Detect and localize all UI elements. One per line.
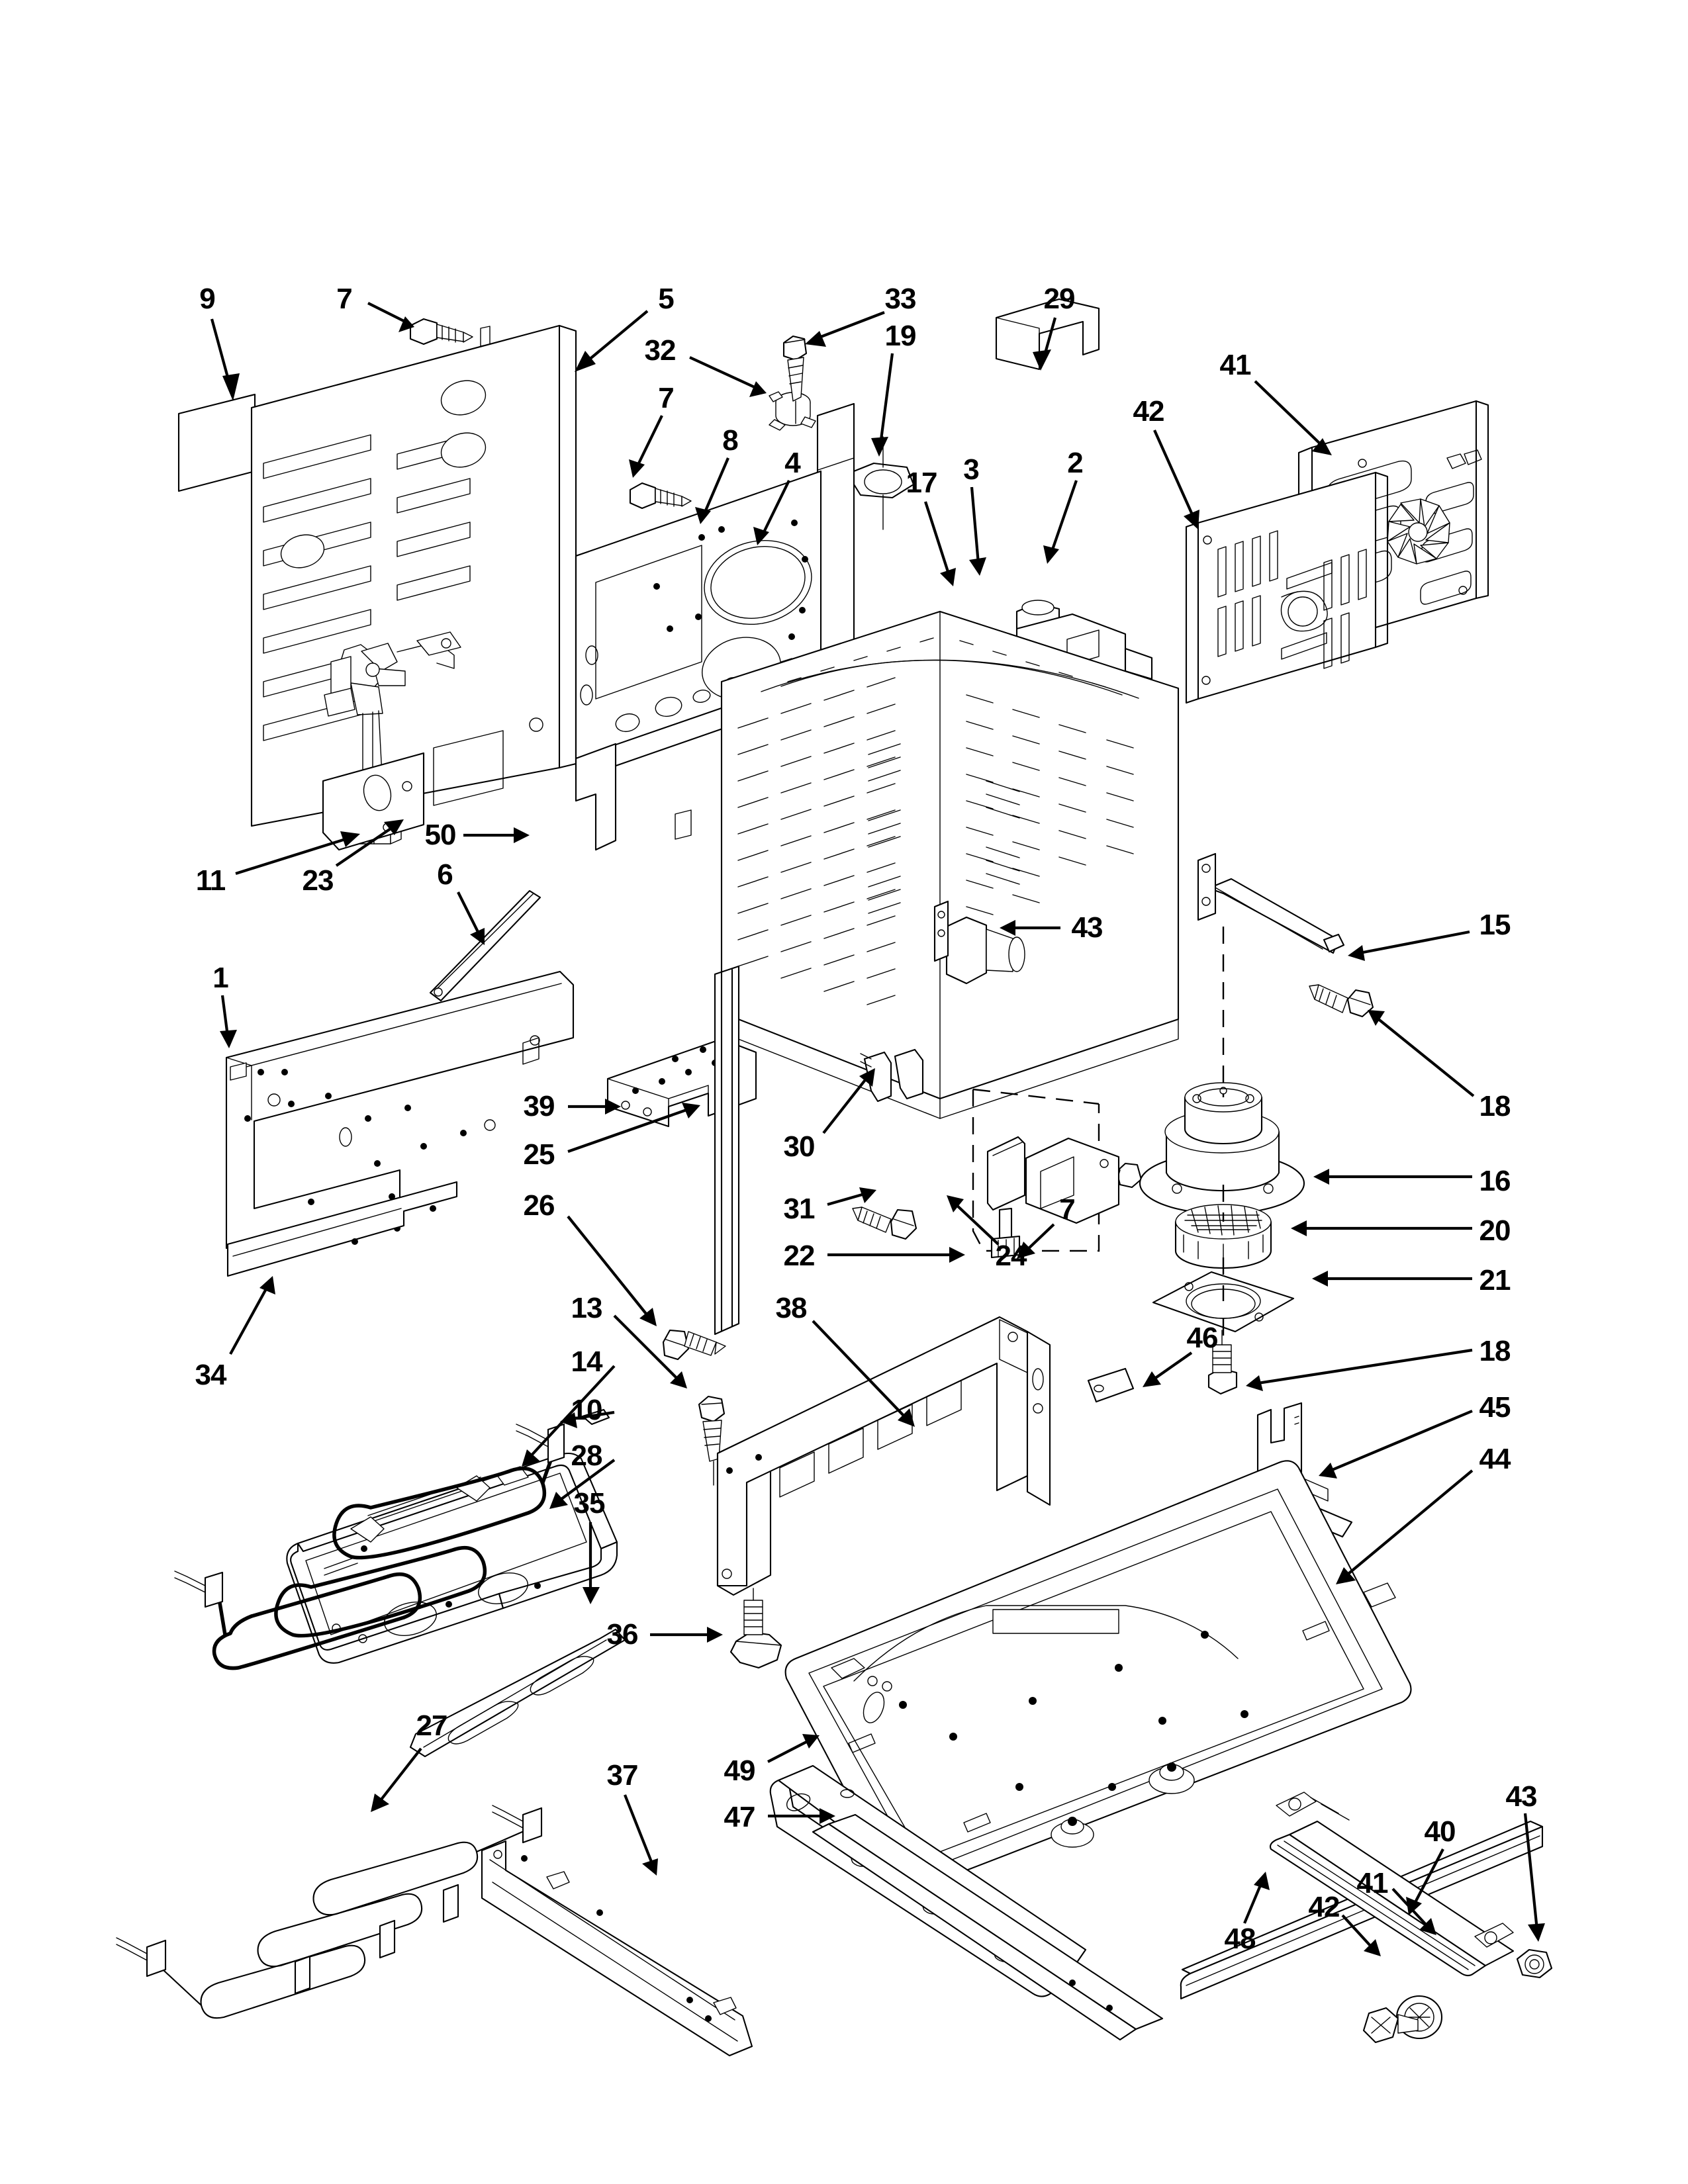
part-40-drawer-slide-rail	[1269, 1792, 1515, 1977]
callout-number-18: 18	[1479, 1335, 1511, 1367]
callout-number-50: 50	[424, 819, 457, 851]
callout-number-49: 49	[724, 1754, 756, 1787]
part-42-screw-b	[1362, 2007, 1419, 2044]
callout-number-47: 47	[724, 1801, 756, 1833]
callout-number-43: 43	[1505, 1780, 1538, 1813]
callout-number-36: 36	[606, 1618, 639, 1651]
callout-number-45: 45	[1479, 1391, 1511, 1424]
part-6-side-trim-strip	[429, 889, 541, 1002]
callout-number-15: 15	[1479, 909, 1511, 941]
part-34-front-filler-strip	[226, 1181, 458, 1277]
callout-number-32: 32	[644, 334, 677, 367]
callout-number-17: 17	[906, 467, 938, 499]
callout-number-29: 29	[1043, 283, 1076, 315]
part-9-rear-access-cover-plate	[177, 393, 256, 492]
callout-number-38: 38	[775, 1292, 808, 1324]
callout-number-42: 42	[1133, 395, 1165, 428]
part-27-broil-element	[116, 1805, 543, 2019]
part-19-oven-flue-gasket	[846, 436, 915, 530]
callout-number-30: 30	[783, 1130, 816, 1163]
callout-number-28: 28	[571, 1439, 603, 1472]
part-22-oven-cavity-liner	[720, 610, 1180, 1119]
part-42-louvered-fan-cover-panel	[1185, 471, 1389, 704]
part-43-nut-b	[1516, 1948, 1553, 1979]
callout-number-42: 42	[1308, 1891, 1340, 1923]
part-31-rack-guide-screw	[852, 1206, 917, 1240]
callout-number-5: 5	[658, 283, 675, 315]
part-35-side-rack-rail	[409, 1628, 626, 1758]
part-20-burner-screen	[1174, 1185, 1272, 1269]
part-46-bracket-mounting-tab	[1087, 1367, 1135, 1403]
part-15-door-latch-rod	[1197, 852, 1345, 954]
part-47-toe-plate-bracket	[812, 1813, 1164, 2041]
callout-number-34: 34	[195, 1359, 227, 1391]
callout-number-7: 7	[1059, 1193, 1076, 1226]
callout-number-8: 8	[722, 424, 739, 457]
part-33-thermostat-mounting-screw	[782, 335, 808, 424]
part-21-burner-mounting-plate	[1152, 1257, 1295, 1358]
callout-number-19: 19	[884, 320, 917, 352]
callout-number-41: 41	[1356, 1867, 1389, 1899]
callout-number-20: 20	[1479, 1214, 1511, 1247]
part-16-burner-venturi-assembly	[1139, 927, 1305, 1215]
callout-number-22: 22	[783, 1240, 816, 1272]
callout-number-9: 9	[199, 283, 216, 315]
callout-number-1: 1	[212, 962, 229, 994]
callout-number-3: 3	[963, 453, 980, 486]
callout-number-2: 2	[1067, 447, 1084, 479]
callout-number-18: 18	[1479, 1090, 1511, 1122]
part-29-flue-deflector-bracket	[995, 298, 1100, 371]
callout-number-46: 46	[1186, 1322, 1219, 1354]
part-7-hex-head-screw-a	[409, 318, 473, 345]
callout-number-13: 13	[571, 1292, 603, 1324]
callout-number-39: 39	[523, 1090, 555, 1122]
callout-number-7: 7	[336, 283, 353, 315]
part-18-shoulder-screw-b	[1207, 1330, 1238, 1395]
part-18-shoulder-screw-a	[1309, 984, 1374, 1018]
callout-number-48: 48	[1224, 1923, 1256, 1955]
callout-number-41: 41	[1219, 349, 1252, 381]
callout-number-21: 21	[1479, 1264, 1511, 1297]
part-48-kick-panel	[1180, 1820, 1544, 2000]
part-43-oven-light-receptacle	[933, 900, 1025, 985]
part-7-hex-head-screw-b	[629, 482, 692, 510]
callout-number-44: 44	[1479, 1443, 1511, 1475]
part-37-front-cross-rail	[481, 1840, 753, 2057]
part-24-thermostat-sensor-probe	[972, 1088, 1120, 1259]
callout-number-23: 23	[302, 864, 334, 897]
callout-number-6: 6	[437, 858, 453, 891]
part-14-bake-element	[174, 1423, 565, 1670]
callout-number-24: 24	[995, 1240, 1027, 1272]
callout-number-35: 35	[573, 1487, 606, 1520]
part-30-rack-guide-bracket	[860, 1048, 924, 1103]
part-44-base-pan	[784, 1460, 1412, 1893]
callout-number-14: 14	[571, 1345, 603, 1378]
callout-number-26: 26	[523, 1189, 555, 1222]
callout-number-11: 11	[195, 864, 226, 897]
callout-number-10: 10	[571, 1394, 603, 1426]
callout-number-4: 4	[784, 447, 801, 479]
callout-number-25: 25	[523, 1138, 555, 1171]
part-25-corner-post	[714, 965, 740, 1336]
part-1-front-top-panel	[225, 970, 575, 1250]
callout-number-37: 37	[606, 1759, 639, 1792]
callout-number-31: 31	[783, 1193, 816, 1225]
callout-number-43: 43	[1071, 911, 1103, 944]
callout-number-33: 33	[884, 283, 917, 315]
callout-number-7: 7	[658, 382, 675, 414]
callout-number-40: 40	[1424, 1815, 1456, 1848]
part-26-corner-post-screw	[662, 1329, 726, 1361]
callout-number-16: 16	[1479, 1165, 1511, 1197]
leader-lines	[210, 302, 1545, 1956]
part-38-front-frame-panel	[716, 1316, 1051, 1596]
part-36-leveling-leg	[729, 1588, 782, 1669]
part-5-rear-panel	[250, 324, 577, 827]
callout-number-27: 27	[416, 1709, 448, 1742]
part-13-element-mounting-screw	[698, 1395, 726, 1486]
